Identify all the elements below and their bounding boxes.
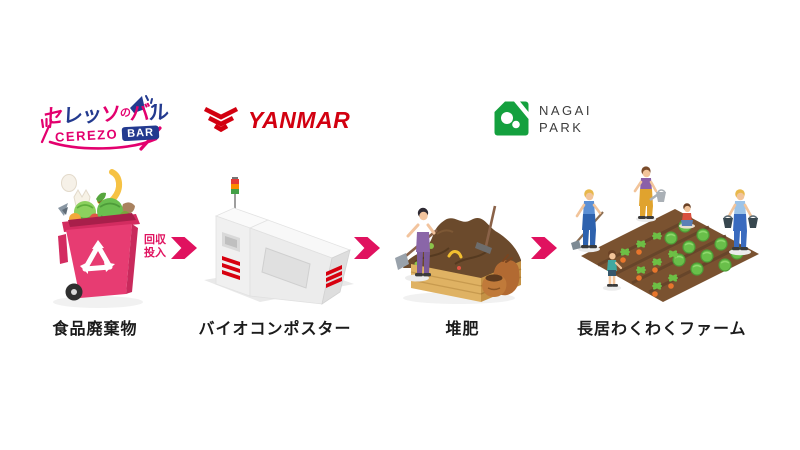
signal-light-icon [231,177,239,209]
jp-char: ソ [100,103,121,127]
flow-arrow-icon [531,237,557,259]
bucket-icon [723,215,758,228]
jp-char: ル [148,101,169,125]
composter-cabinet [214,207,270,297]
jp-char: レ [62,104,83,128]
flow-arrow-icon [354,237,380,259]
nagai-park-mark-icon [494,101,529,136]
leafy-crops [620,232,678,297]
jp-char: バ [129,102,150,126]
yanmar-wordmark: YANMAR [248,106,351,133]
jp-char: セ [43,105,64,129]
composter-body [248,219,352,305]
jp-char: ッ [81,104,102,127]
rake-icon [475,205,497,254]
nagai-park-text: NAGAI PARK [539,101,592,136]
nagai-line2: PARK [539,120,584,135]
step-label-compost: 堆肥 [445,321,480,338]
flow-arrow-icon [171,237,197,259]
bar-badge: BAR [121,124,160,141]
step-label-food-waste: 食品廃棄物 [52,321,138,338]
yanmar-logo: YANMAR [202,105,350,135]
nagai-line1: NAGAI [539,103,592,118]
farmer-hoe [571,189,604,253]
caption-input: 投入 [144,247,166,259]
farmer-buckets [723,189,758,256]
child-kneeling [679,203,695,229]
food-waste-bin-illustration [53,169,143,308]
jp-char: の [119,107,131,120]
collect-input-caption: 回収 投入 [138,234,172,260]
farmer-watering-can [633,166,666,222]
recycle-icon [80,240,115,274]
yanmar-flag-icon [203,106,239,133]
caption-collect: 回収 [144,234,166,246]
bio-composter-illustration [204,177,354,305]
tomato-crops [620,249,674,297]
pink-bin-icon [58,213,140,301]
child-picking [603,250,623,291]
watering-can-icon [649,189,666,202]
compost-worker [395,207,438,282]
falling-food-icon [58,169,135,216]
compost-sacks [482,254,520,297]
farm-illustration [571,166,759,302]
compost-pile-illustration [395,205,522,304]
nagai-park-logo: NAGAI PARK [494,101,592,136]
step-label-bio-composter: バイオコンポスター [198,321,352,338]
cerezo-bar-logo: セレッソのバル CEREZO BAR [38,94,169,154]
step-label-farm: 長居わくわくファーム [577,321,747,338]
